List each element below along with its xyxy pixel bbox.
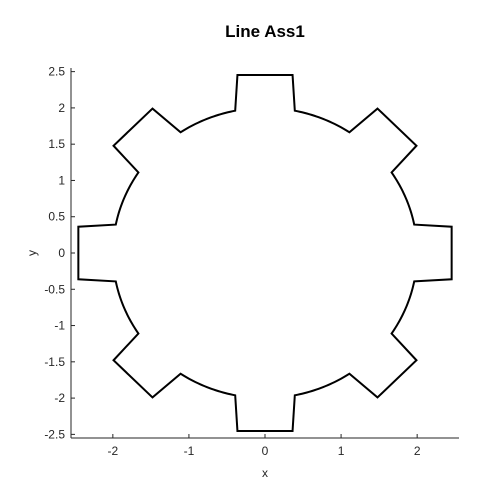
y-tick-label: -0.5 <box>44 282 65 296</box>
y-tick-label: 2.5 <box>48 65 65 79</box>
x-axis-label: x <box>262 466 268 480</box>
x-tick-label: 1 <box>338 444 345 458</box>
chart-title: Line Ass1 <box>225 22 305 41</box>
y-tick-label: -2.5 <box>44 427 65 441</box>
y-tick-label: 1.5 <box>48 137 65 151</box>
x-tick-label: 2 <box>414 444 421 458</box>
y-tick-label: 1 <box>58 173 65 187</box>
y-ticks: -2.5 -2 -1.5 -1 -0.5 0 0.5 1 1.5 2 2.5 <box>44 65 75 441</box>
y-tick-label: -1.5 <box>44 355 65 369</box>
y-tick-label: 2 <box>58 101 65 115</box>
x-ticks: -2 -1 0 1 2 <box>108 434 421 458</box>
y-axis-label: y <box>25 250 39 256</box>
x-tick-label: -2 <box>108 444 119 458</box>
y-tick-label: -2 <box>54 391 65 405</box>
y-tick-label: 0.5 <box>48 210 65 224</box>
x-tick-label: 0 <box>262 444 269 458</box>
plot-area: -2 -1 0 1 2 -2.5 -2 -1.5 -1 -0.5 0 0.5 1 1.5 2 2.5 <box>44 65 459 458</box>
axes-box <box>71 68 459 438</box>
gear-line-series <box>77 74 453 432</box>
y-tick-label: 0 <box>58 246 65 260</box>
y-tick-label: -1 <box>54 319 65 333</box>
x-tick-label: -1 <box>184 444 195 458</box>
